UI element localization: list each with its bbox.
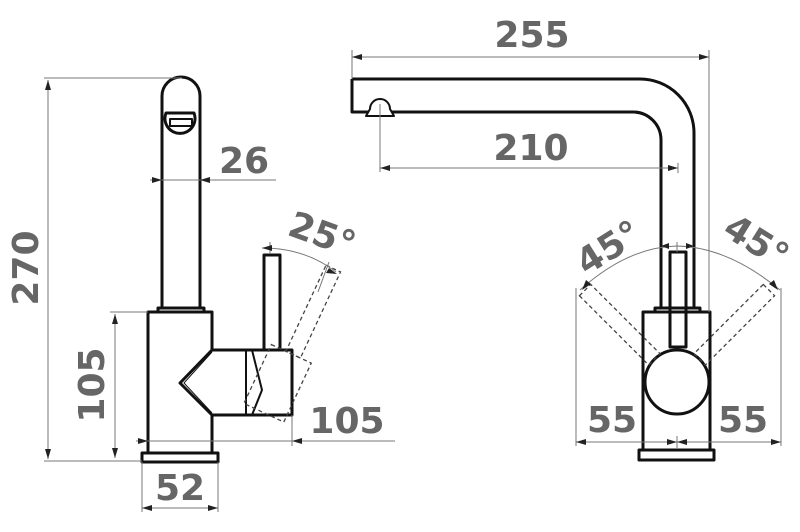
column-collar — [653, 306, 702, 312]
base-plate — [637, 448, 716, 462]
spout-arm — [350, 77, 696, 308]
dim-handle-angle-right: 45° — [716, 207, 795, 278]
dim-spout-diameter: 26 — [219, 141, 269, 182]
dimension-line-spout-reach-total — [351, 50, 710, 312]
spout-tip — [163, 111, 197, 135]
front-view: 255 210 45° 45° 55 55 — [350, 15, 796, 462]
aerator — [365, 98, 395, 117]
side-view: 270 26 25° 105 105 — [6, 75, 395, 512]
cartridge-outline — [251, 349, 263, 416]
dimension-line-body-height — [110, 311, 148, 458]
handle-connector — [178, 348, 294, 417]
body — [146, 310, 214, 453]
dim-body-height: 105 — [72, 347, 113, 422]
dimension-line-handle-reach — [136, 415, 395, 446]
handle-rotated-left-dashed — [578, 283, 661, 366]
dim-base-diameter: 52 — [155, 468, 205, 509]
dim-handle-clearance-right: 55 — [718, 400, 768, 441]
dimension-line-base-diameter — [141, 462, 219, 512]
dimension-arc-handle-angles — [579, 242, 781, 291]
column-collar — [156, 306, 206, 312]
dimension-line-spout-reach-outlet — [379, 104, 679, 173]
dimension-line-handle-clearance — [575, 288, 782, 448]
aerator — [169, 118, 193, 127]
connector-bevel — [183, 351, 213, 414]
dimension-line-spout-diameter — [150, 177, 276, 183]
dim-handle-angle: 25° — [283, 204, 361, 266]
dimension-line-total-height — [44, 77, 182, 462]
dim-handle-angle-left: 45° — [569, 213, 648, 284]
handle-hub — [643, 348, 711, 416]
dim-total-height: 270 — [6, 230, 47, 305]
handle-lever — [668, 250, 688, 349]
dim-handle-reach: 105 — [309, 401, 384, 442]
handle-rotated-dashed — [243, 264, 342, 423]
dimension-arc-handle-angle — [261, 242, 337, 293]
dim-spout-reach-outlet: 210 — [493, 128, 568, 169]
handle-lever — [262, 253, 282, 352]
dim-spout-reach-total: 255 — [494, 15, 569, 56]
handle-rotated-right-dashed — [693, 283, 776, 366]
dim-handle-clearance-left: 55 — [587, 400, 637, 441]
base-plate — [140, 451, 220, 464]
spout-column — [160, 75, 202, 308]
